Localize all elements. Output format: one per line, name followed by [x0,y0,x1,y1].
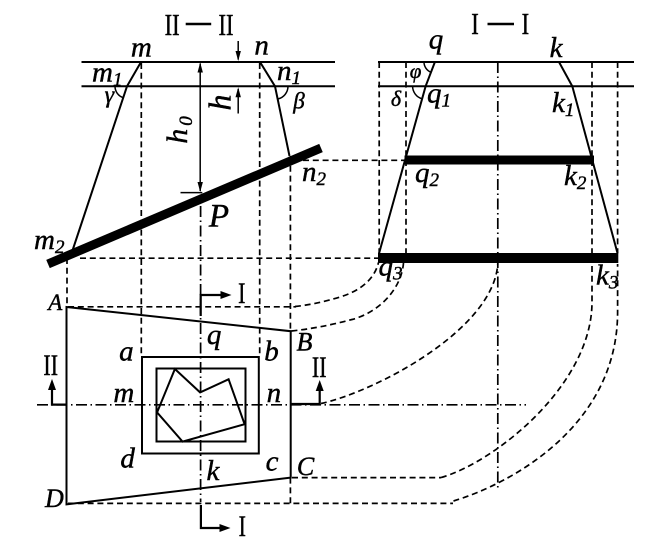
svg-text:I: I [238,277,245,310]
svg-text:B: B [296,328,312,357]
svg-text:I: I [471,7,479,41]
svg-text:m: m [113,377,134,409]
svg-text:II: II [43,349,58,382]
svg-text:m2: m2 [34,224,65,258]
svg-text:n: n [254,30,269,62]
svg-text:q2: q2 [415,157,440,191]
svg-text:c: c [266,446,279,478]
svg-text:m: m [131,32,152,64]
svg-text:II: II [312,351,327,384]
svg-text:k: k [206,455,220,487]
svg-text:II: II [165,8,180,42]
svg-text:n: n [267,377,282,409]
svg-text:D: D [44,484,64,513]
svg-text:β: β [292,89,305,114]
svg-text:d: d [120,443,135,475]
svg-text:φ: φ [410,59,422,83]
svg-text:n2: n2 [302,156,327,190]
svg-text:h: h [202,95,238,111]
svg-text:k: k [550,32,564,64]
svg-text:I: I [522,7,530,41]
svg-text:C: C [297,452,315,481]
svg-text:q: q [429,24,444,56]
svg-text:δ: δ [391,86,402,111]
svg-text:I: I [239,510,246,543]
svg-text:b: b [264,336,279,368]
svg-text:A: A [46,290,63,315]
svg-text:II: II [218,8,233,42]
svg-text:P: P [208,199,229,235]
svg-text:q: q [207,319,222,351]
svg-text:γ: γ [105,82,115,108]
svg-text:a: a [119,336,134,368]
